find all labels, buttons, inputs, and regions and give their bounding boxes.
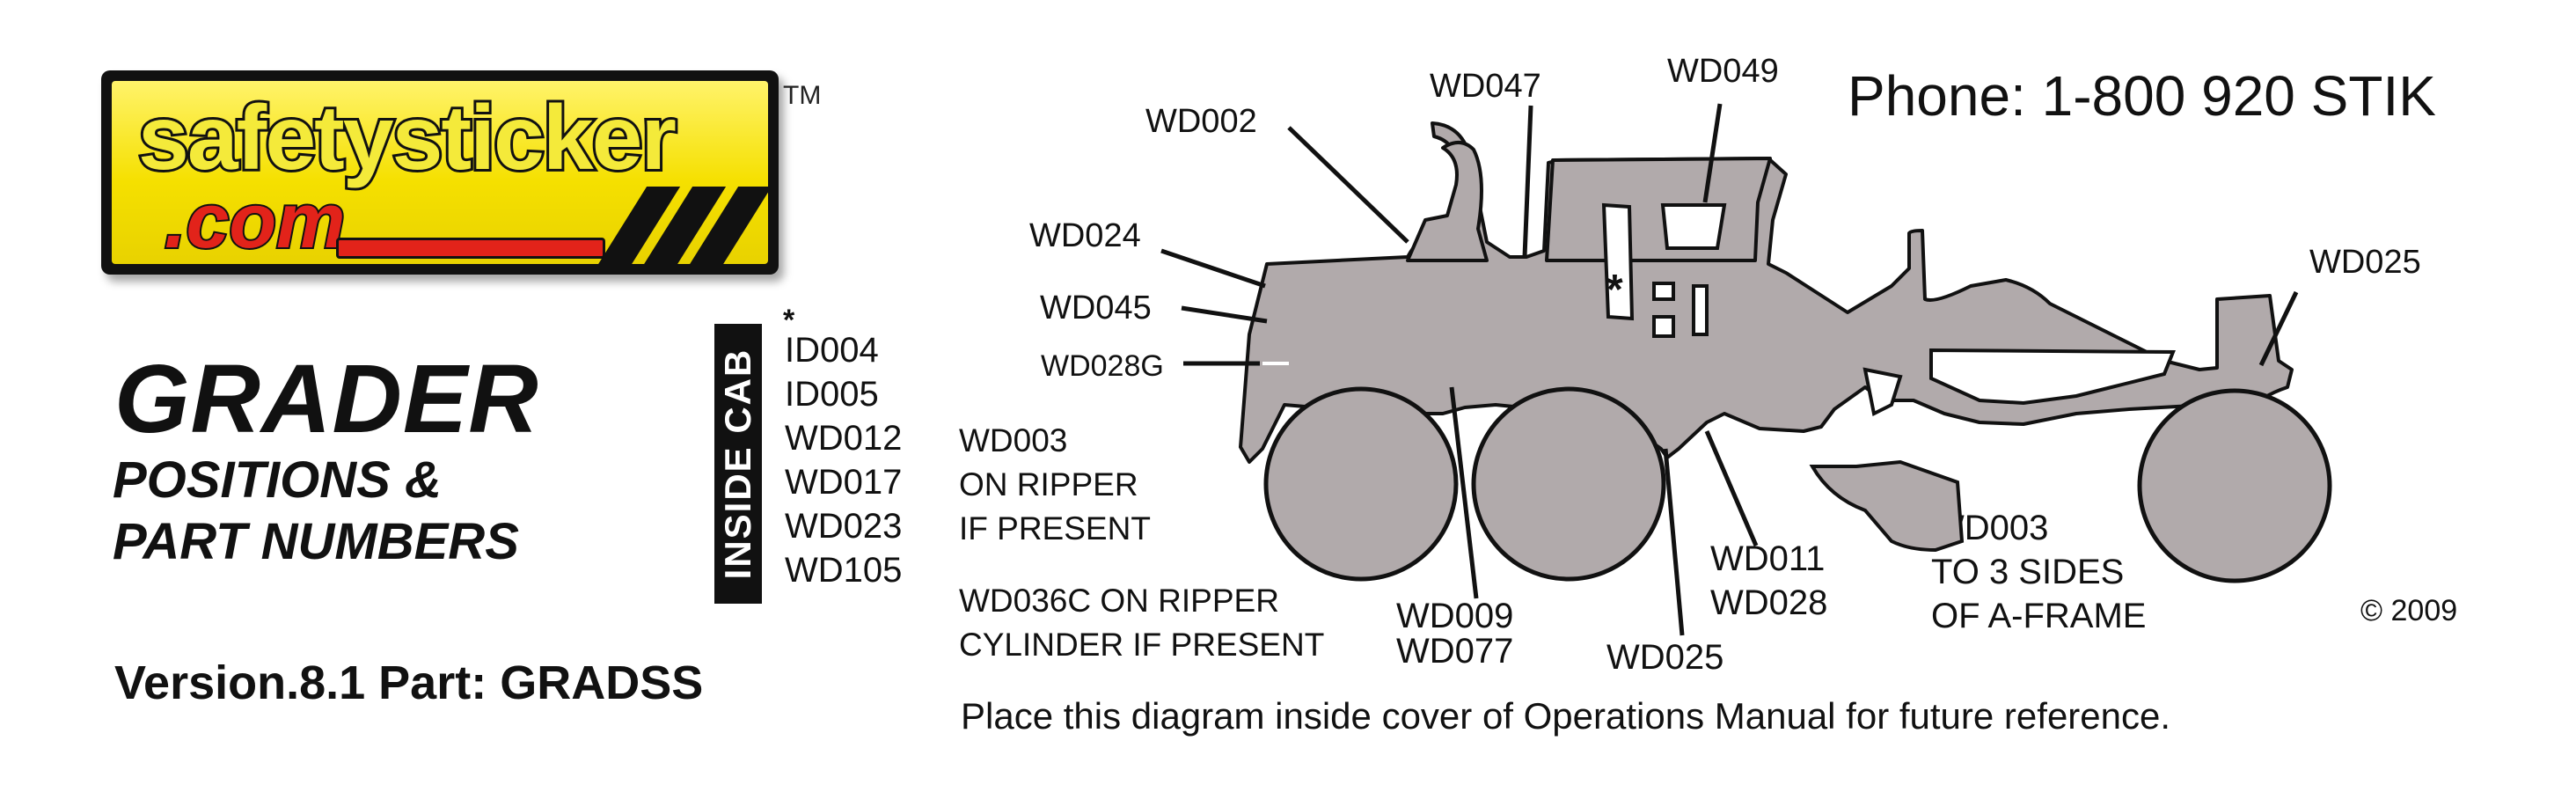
leader-line (1522, 105, 1533, 258)
safetysticker-logo: safetysticker .com (101, 70, 779, 275)
callout-wd011: WD011 (1710, 539, 1825, 578)
callout-wd028g: WD028G (1041, 349, 1164, 383)
inside-cab-bar (714, 324, 762, 604)
cab-panel (1652, 315, 1675, 338)
leader-line (1702, 103, 1723, 203)
leader-line (2258, 290, 2299, 367)
part-number: WD012 (785, 419, 903, 458)
aframe-note-line: TO 3 SIDES (1931, 553, 2125, 591)
aframe-note-line: OF A-FRAME (1931, 597, 2147, 635)
part-number: WD023 (785, 507, 903, 546)
part-number: ID004 (785, 331, 879, 370)
page-title: GRADER (114, 345, 539, 453)
asterisk-mark: * (783, 304, 795, 337)
trademark: TM (783, 81, 822, 110)
cab-door (1601, 202, 1635, 321)
logo-wordmark: safetysticker (135, 84, 679, 192)
callout-wd045: WD045 (1040, 290, 1152, 326)
ripper-note-line: WD003 (959, 422, 1068, 458)
logo-underline (336, 238, 605, 259)
part-number: WD105 (785, 551, 903, 590)
leader-line (1181, 305, 1268, 324)
callout-wd077: WD077 (1396, 632, 1513, 671)
leader-line (1287, 126, 1409, 244)
callout-wd009: WD009 (1396, 597, 1513, 635)
ripper-note-line: IF PRESENT (959, 510, 1151, 546)
leader-line (1663, 448, 1685, 636)
rear-wheel-2 (1471, 386, 1666, 582)
cab-panel (1692, 284, 1709, 336)
cab-panel (1652, 282, 1675, 301)
callout-wd049: WD049 (1667, 53, 1779, 90)
operator-cab (1545, 157, 1772, 262)
leader-line (1704, 430, 1759, 546)
callout-wd002: WD002 (1145, 103, 1257, 140)
cab-asterisk: * (1606, 267, 1623, 313)
callout-wd025-right: WD025 (2309, 244, 2421, 281)
leader-line (1449, 386, 1479, 599)
cylinder-note-line: CYLINDER IF PRESENT (959, 627, 1325, 663)
phone-number: Phone: 1-800 920 STIK (1848, 64, 2436, 128)
cylinder-note-line: WD036C ON RIPPER (959, 583, 1279, 619)
grader-blade (1809, 459, 1965, 553)
leader-line (1160, 248, 1266, 289)
subtitle-line-1: POSITIONS & (113, 451, 442, 509)
copyright: © 2009 (2360, 594, 2458, 627)
part-number: WD017 (785, 463, 903, 502)
front-wheel (2137, 388, 2332, 583)
cab-window-main (1660, 203, 1727, 250)
callout-wd025-bottom: WD025 (1606, 638, 1723, 677)
callout-wd024: WD024 (1029, 217, 1141, 254)
ripper-note-line: ON RIPPER (959, 466, 1138, 502)
version-part: Version.8.1 Part: GRADSS (114, 656, 704, 709)
rear-wheel-1 (1263, 386, 1459, 582)
aframe-window (1929, 348, 2176, 406)
callout-wd047: WD047 (1430, 68, 1541, 105)
front-window (1862, 367, 1903, 416)
logo-domain: .com (163, 175, 347, 264)
logo-panel: safetysticker .com (112, 81, 768, 264)
part-number: ID005 (785, 375, 879, 414)
exhaust-stack (1406, 141, 1489, 262)
callout-wd028: WD028 (1710, 583, 1827, 622)
footer-instruction: Place this diagram inside cover of Opera… (961, 695, 2171, 737)
subtitle-line-2: PART NUMBERS (113, 513, 519, 570)
